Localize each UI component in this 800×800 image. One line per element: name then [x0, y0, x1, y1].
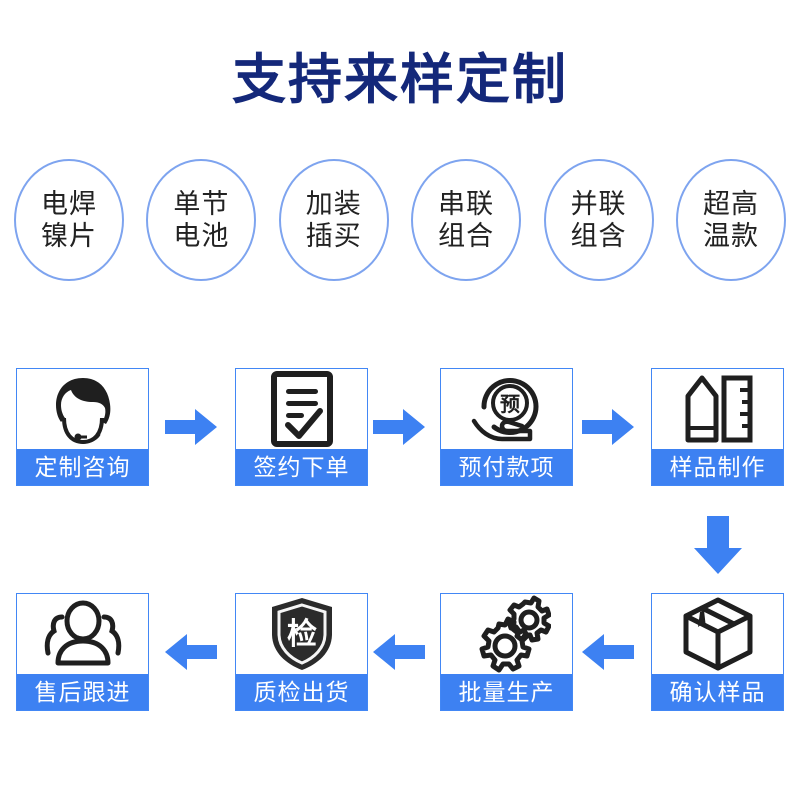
flow-step-prepayment[interactable]: 预 预付款项: [440, 368, 573, 486]
flow-step-quality-shipment[interactable]: 检 质检出货: [235, 593, 368, 711]
flow-step-sample-making[interactable]: 样品制作: [651, 368, 784, 486]
document-checkmark-icon: [236, 369, 367, 449]
flow-step-label: 样品制作: [652, 449, 783, 485]
flow-step-label: 定制咨询: [17, 449, 148, 485]
arrow-right-icon: [163, 407, 219, 447]
arrow-right-icon: [580, 407, 636, 447]
badge-line-1: 电焊: [41, 189, 97, 219]
arrow-left-icon: [580, 632, 636, 672]
flow-step-label: 批量生产: [441, 674, 572, 710]
flow-step-mass-production[interactable]: 批量生产: [440, 593, 573, 711]
arrow-right-icon: [371, 407, 427, 447]
svg-text:检: 检: [287, 617, 317, 651]
badge-line-2: 组合: [438, 221, 495, 251]
arrow-down-icon: [690, 514, 746, 576]
arrow-left-icon: [163, 632, 219, 672]
badge-line-2: 插买: [305, 221, 362, 251]
flow-step-customization-consult[interactable]: 定制咨询: [16, 368, 149, 486]
feature-badge-3[interactable]: 加装 插买: [278, 159, 389, 281]
feature-badge-1[interactable]: 电焊 镍片: [14, 159, 124, 281]
flow-step-sign-order[interactable]: 签约下单: [235, 368, 368, 486]
page-title: 支持来样定制: [232, 50, 568, 110]
flow-step-label: 确认样品: [652, 674, 783, 710]
badge-line-2: 组含: [570, 221, 627, 251]
feature-badge-4[interactable]: 串联 组合: [411, 159, 522, 281]
badge-line-1: 超高: [702, 189, 759, 219]
hand-prepayment-icon: 预: [441, 369, 572, 449]
badge-line-1: 串联: [438, 189, 495, 219]
flow-step-confirm-sample[interactable]: 确认样品: [651, 593, 784, 711]
feature-badge-2[interactable]: 单节 电池: [146, 159, 257, 281]
flow-step-label: 预付款项: [441, 449, 572, 485]
feature-badge-6[interactable]: 超高 温款: [675, 159, 786, 281]
feature-badge-5[interactable]: 并联 组含: [543, 159, 654, 281]
customer-service-headset-icon: [17, 369, 148, 449]
svg-text:预: 预: [500, 393, 520, 416]
pencil-ruler-icon: [652, 369, 783, 449]
badge-line-2: 电池: [173, 221, 230, 251]
people-group-icon: [17, 594, 148, 674]
flow-step-label: 签约下单: [236, 449, 367, 485]
feature-badge-row: 电焊 镍片 单节 电池 加装 插买 串联 组合 并联 组含 超高 温款: [14, 158, 786, 282]
badge-line-1: 单节: [173, 189, 230, 219]
flow-step-label: 售后跟进: [17, 674, 148, 710]
shield-inspection-icon: 检: [236, 594, 367, 674]
package-box-icon: [652, 594, 783, 674]
badge-line-1: 并联: [570, 189, 627, 219]
arrow-left-icon: [371, 632, 427, 672]
badge-line-1: 加装: [305, 189, 362, 219]
flow-step-label: 质检出货: [236, 674, 367, 710]
badge-line-2: 温款: [702, 221, 759, 251]
flow-step-after-sales[interactable]: 售后跟进: [16, 593, 149, 711]
gears-icon: [441, 594, 572, 674]
badge-line-2: 镍片: [41, 221, 97, 251]
